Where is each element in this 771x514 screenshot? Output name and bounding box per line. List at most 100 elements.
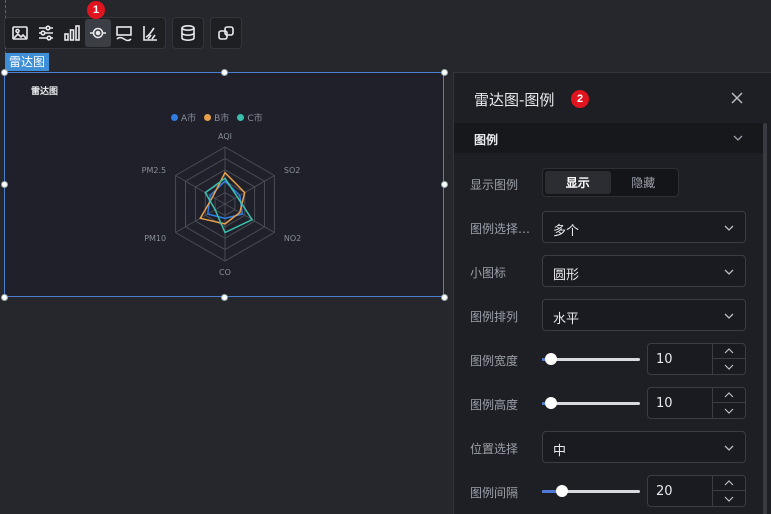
stepper-value: 10 [656,352,673,367]
field-label: 图例排列 [470,310,519,324]
radar-series-1 [206,180,244,220]
axis-icon[interactable] [137,19,163,47]
database-icon[interactable] [175,19,201,47]
component-tag[interactable]: 雷达图 [5,53,50,71]
radar-indicator-label-3: NO2 [284,234,301,243]
row-legend-position: 位置选择 中 [454,431,764,463]
legend-width-slider[interactable] [542,353,640,365]
chevron-down-icon [724,269,734,275]
slider-fill [542,490,562,493]
row-legend-select: 图例选择… 多个 [454,211,764,243]
resize-handle-mr[interactable] [441,181,448,188]
panel-scrollbar[interactable] [763,123,767,514]
row-legend-icon: 小图标 圆形 [454,255,764,287]
legend-position-dropdown[interactable]: 中 [542,431,746,463]
decrement-button[interactable] [713,491,745,506]
resize-handle-tr[interactable] [441,69,448,76]
stepper-buttons [712,344,745,374]
resize-handle-tl[interactable] [1,69,8,76]
legend-select-dropdown[interactable]: 多个 [542,211,746,243]
legend-item-a[interactable]: A市 [171,111,196,124]
chevron-down-icon [724,408,734,414]
link-icon[interactable] [213,19,239,47]
legend-gap-slider[interactable] [542,485,640,497]
row-legend-height: 图例高度 10 [454,387,764,419]
radar-series-2 [199,171,246,225]
chevron-down-icon [724,225,734,231]
legend-dot [204,114,212,121]
target-icon[interactable] [85,19,111,47]
resize-handle-bm[interactable] [221,294,228,301]
close-icon[interactable] [730,91,744,105]
field-label: 图例高度 [470,398,519,412]
legend-icon-dropdown[interactable]: 圆形 [542,255,746,287]
increment-button[interactable] [713,476,745,491]
component-toolbar [4,17,248,49]
show-option[interactable]: 显示 [545,171,611,194]
radar-indicator-label-2: SO2 [284,166,300,175]
image-icon[interactable] [7,19,33,47]
resize-handle-tm[interactable] [221,69,228,76]
chevron-down-icon [733,135,743,141]
field-label: 图例间隔 [470,486,519,500]
select-value: 水平 [553,312,580,327]
chevron-up-icon [724,348,734,354]
increment-button[interactable] [713,388,745,403]
row-legend-gap: 图例间隔 20 [454,475,764,507]
step-badge-2: 2 [571,90,589,108]
stepper-value: 10 [656,396,673,411]
radar-indicator-label-5: PM10 [144,234,166,243]
hide-option[interactable]: 隐藏 [631,176,656,190]
radar-indicator-label-4: CO [219,268,231,277]
chevron-up-icon [724,480,734,486]
select-value: 圆形 [553,268,580,283]
decrement-button[interactable] [713,403,745,418]
sliders-icon[interactable] [33,19,59,47]
resize-handle-br[interactable] [441,294,448,301]
chevron-down-icon [724,313,734,319]
toolbar-group-link [210,17,242,49]
row-show-legend: 显示图例 显示 隐藏 [454,167,764,199]
chevron-down-icon [724,364,734,370]
legend-item-c[interactable]: C市 [237,111,263,124]
chevron-down-icon [724,496,734,502]
chart-legend[interactable]: A市 B市 C市 [171,111,263,124]
panel-title: 雷达图-图例 [474,91,555,109]
toolbar-group-style [4,17,166,49]
radar-axis-line-6 [175,175,226,205]
section-title: 图例 [474,133,499,147]
radar-axis-line-3 [224,203,275,233]
decrement-button[interactable] [713,359,745,374]
slider-handle[interactable] [544,397,557,409]
increment-button[interactable] [713,344,745,359]
legend-settings-panel: 雷达图-图例 2 图例 显示图例 显示 隐藏 图例选择… 多个 小图标 [453,72,771,514]
chevron-down-icon [724,445,734,451]
resize-handle-bl[interactable] [1,294,8,301]
row-legend-orient: 图例排列 水平 [454,299,764,331]
legend-dot [171,114,178,121]
field-label: 图例宽度 [470,354,519,368]
legend-orient-dropdown[interactable]: 水平 [542,299,746,331]
field-label: 位置选择 [470,442,519,456]
legend-width-stepper[interactable]: 10 [647,343,746,375]
show-legend-toggle: 显示 隐藏 [542,168,679,197]
legend-height-stepper[interactable]: 10 [647,387,746,419]
section-header-legend[interactable]: 图例 [454,123,764,153]
bar-chart-icon[interactable] [59,19,85,47]
radar-indicator-label-1: AQI [218,132,232,141]
legend-item-b[interactable]: B市 [204,111,229,124]
legend-icon[interactable] [111,19,137,47]
field-label: 显示图例 [470,178,519,192]
select-value: 多个 [553,224,580,239]
stepper-buttons [712,476,745,506]
slider-handle[interactable] [544,353,557,365]
radar-series-3 [204,177,254,234]
slider-handle[interactable] [555,485,568,497]
legend-label: C市 [247,114,263,124]
legend-gap-stepper[interactable]: 20 [647,475,746,507]
legend-height-slider[interactable] [542,397,640,409]
resize-handle-ml[interactable] [1,181,8,188]
chevron-up-icon [724,392,734,398]
